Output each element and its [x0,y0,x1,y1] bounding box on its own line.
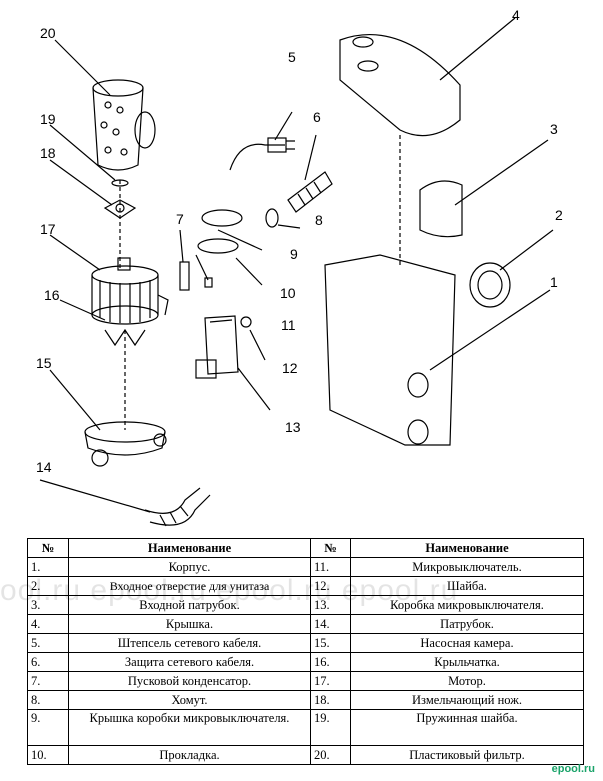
parts-table: № Наименование № Наименование 1. Корпус.… [27,538,584,765]
callout-3: 3 [550,121,558,137]
part-1-body [324,254,456,446]
exploded-parts-diagram: 20 19 18 17 16 15 14 7 5 6 8 9 10 11 12 … [36,7,563,527]
row-name: Крышка коробки микровыключателя. [68,709,311,746]
row-name: Крыльчатка. [350,652,584,672]
row-number: 4. [27,614,69,634]
row-number: 20. [310,745,351,765]
part-2-toilet-inlet [469,262,511,308]
part-10-gasket [197,238,239,254]
callout-9: 9 [290,246,298,262]
part-7-capacitor [179,261,190,291]
part-8-clamp [265,208,279,228]
row-name: Входное отверстие для унитаза [68,576,311,596]
part-17-motor [91,257,169,325]
table-row: 2. Входное отверстие для унитаза 12. Шай… [27,576,584,596]
row-number: 14. [310,614,351,634]
row-name: Измельчающий нож. [350,690,584,710]
row-number: 8. [27,690,69,710]
callout-17: 17 [40,221,56,237]
row-name: Прокладка. [68,745,311,765]
row-name: Входной патрубок. [68,595,311,615]
row-number: 15. [310,633,351,653]
row-number: 6. [27,652,69,672]
table-row: 5. Штепсель сетевого кабеля. 15. Насосна… [27,633,584,653]
table-row: 3. Входной патрубок. 13. Коробка микровы… [27,595,584,615]
row-name: Пластиковый фильтр. [350,745,584,765]
part-6-cable-protector [287,171,333,213]
callout-18: 18 [40,145,56,161]
table-header-row: № Наименование № Наименование [27,538,584,558]
callout-19: 19 [40,111,56,127]
part-4-lid [339,33,461,137]
row-name: Насосная камера. [350,633,584,653]
callout-12: 12 [282,360,298,376]
table-row: 6. Защита сетевого кабеля. 16. Крыльчатк… [27,652,584,672]
row-number: 7. [27,671,69,691]
table-row: 7. Пусковой конденсатор. 17. Мотор. [27,671,584,691]
table-row: 4. Крышка. 14. Патрубок. [27,614,584,634]
part-14-hose [144,487,211,527]
row-number: 18. [310,690,351,710]
part-13-switch-box [195,315,239,379]
row-number: 9. [27,709,69,746]
row-name: Патрубок. [350,614,584,634]
callout-16: 16 [44,287,60,303]
row-number: 17. [310,671,351,691]
row-number: 12. [310,576,351,596]
header-name-2: Наименование [350,538,584,558]
part-12-washer [240,316,252,328]
part-5-plug [229,137,295,171]
callout-13: 13 [285,419,301,435]
callout-8: 8 [315,212,323,228]
callout-5: 5 [288,49,296,65]
callout-10: 10 [280,285,296,301]
diagram-drawing [39,17,554,527]
row-number: 5. [27,633,69,653]
callout-11: 11 [281,317,296,333]
row-name: Мотор. [350,671,584,691]
row-name: Штепсель сетевого кабеля. [68,633,311,653]
part-9-cover [201,209,243,227]
row-name: Пружинная шайба. [350,709,584,746]
row-number: 16. [310,652,351,672]
row-number: 13. [310,595,351,615]
row-name: Микровыключатель. [350,557,584,577]
callout-2: 2 [555,207,563,223]
callout-6: 6 [313,109,321,125]
row-number: 10. [27,745,69,765]
part-3-inlet [419,180,463,238]
brand-logo: epool.ru [551,763,595,775]
watermark-text: ool.ru epool.ru epool.ru epool.ru [0,574,459,607]
callout-1: 1 [550,274,558,290]
row-name: Крышка. [68,614,311,634]
callout-7: 7 [176,211,184,227]
callout-4: 4 [512,7,520,23]
callout-14: 14 [36,459,52,475]
table-row: 9. Крышка коробки микровыключателя. 19. … [27,709,584,746]
part-11-microswitch [204,277,213,288]
table-row: 8. Хомут. 18. Измельчающий нож. [27,690,584,710]
part-20-filter [92,79,156,171]
row-name: Пусковой конденсатор. [68,671,311,691]
row-number: 19. [310,709,351,746]
table-row: 1. Корпус. 11. Микровыключатель. [27,557,584,577]
table-row: 10. Прокладка. 20. Пластиковый фильтр. [27,745,584,765]
header-number-1: № [27,538,69,558]
row-name: Защита сетевого кабеля. [68,652,311,672]
header-number-2: № [310,538,351,558]
row-name: Хомут. [68,690,311,710]
header-name-1: Наименование [68,538,311,558]
callout-20: 20 [40,25,56,41]
callout-15: 15 [36,355,52,371]
